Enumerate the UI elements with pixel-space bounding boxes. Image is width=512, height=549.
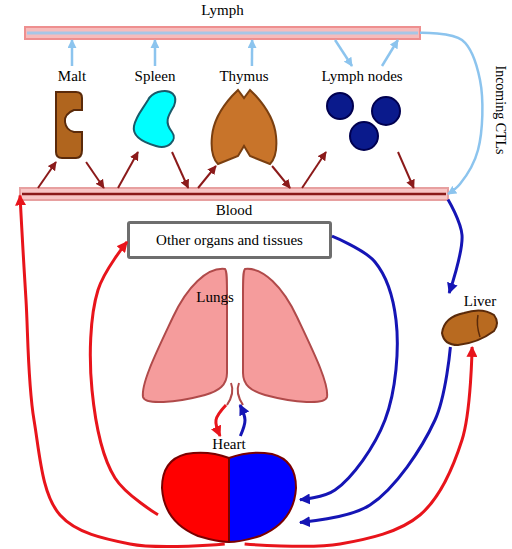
flow-arrow — [302, 152, 326, 188]
flow-arrow — [382, 40, 398, 66]
flow-arrow — [272, 166, 290, 188]
edge-label: Incoming CTLs — [492, 65, 508, 154]
spleen-organ-shape — [134, 91, 175, 147]
flow-arrow — [118, 152, 138, 188]
flow-arrow — [420, 33, 482, 194]
node-label: Liver — [460, 293, 500, 309]
malt-organ: Malt — [50, 66, 94, 162]
node-label: Other organs and tissues — [130, 232, 329, 248]
flow-arrow — [448, 199, 462, 293]
node-label: Spleen — [128, 68, 182, 84]
malt-organ-shape — [56, 92, 82, 158]
flow-arrow — [86, 162, 104, 188]
lungs-organ-shape — [243, 269, 327, 402]
heart-organ-shape — [229, 453, 296, 542]
flow-arrow — [398, 152, 414, 188]
spleen-organ: Spleen — [128, 66, 182, 152]
node-label: Malt — [50, 68, 94, 84]
lymph-nodes-organ-shape — [350, 122, 378, 150]
heart-organ-outline — [158, 436, 300, 544]
node-label: Blood — [20, 202, 448, 218]
lymph-band-shape — [27, 32, 418, 35]
blood-band-shape — [20, 188, 448, 200]
flow-arrow — [245, 347, 472, 546]
lungs-organ: Lungs — [135, 265, 335, 405]
lungs-organ-shape — [227, 383, 243, 405]
thymus-organ-shape — [212, 90, 277, 164]
heart-organ-shape — [162, 453, 229, 542]
flow-arrow — [172, 152, 188, 188]
flow-arrow — [300, 236, 397, 500]
flow-arrow — [251, 40, 254, 66]
flow-arrow — [216, 405, 226, 436]
lungs-organ-outline — [135, 265, 335, 405]
liver-organ: Liver — [438, 293, 500, 347]
flow-arrow — [38, 162, 56, 188]
lymph-band-shape — [25, 27, 420, 39]
flow-arrow — [71, 40, 74, 66]
node-label: Thymus — [208, 68, 280, 84]
liver-organ-shape — [442, 310, 497, 345]
flow-arrow — [240, 405, 245, 436]
blood-band: Blood — [20, 188, 448, 218]
lungs-organ-shape — [143, 269, 227, 402]
flow-arrow — [90, 242, 158, 515]
lymph-band: Lymph — [25, 0, 420, 40]
flow-arrow — [198, 166, 216, 188]
heart-organ: Heart — [158, 436, 300, 544]
flow-arrow — [154, 40, 157, 66]
node-label: Lungs — [185, 289, 245, 305]
liver-organ-shape — [477, 315, 480, 337]
lymph-nodes-organ-shape — [327, 93, 353, 119]
flow-arrow — [335, 40, 352, 66]
blood-band-shape — [22, 193, 446, 196]
lymph-nodes-organ-shape — [372, 97, 400, 125]
node-label: Heart — [158, 436, 300, 452]
lymph-nodes-organ: Lymph nodes — [312, 66, 412, 152]
flow-arrow — [20, 196, 225, 547]
thymus-organ: Thymus — [208, 66, 280, 166]
tissue-box: Other organs and tissues — [127, 221, 332, 259]
node-label: Lymph — [25, 2, 420, 18]
node-label: Lymph nodes — [312, 68, 412, 84]
flow-arrow — [300, 347, 450, 522]
